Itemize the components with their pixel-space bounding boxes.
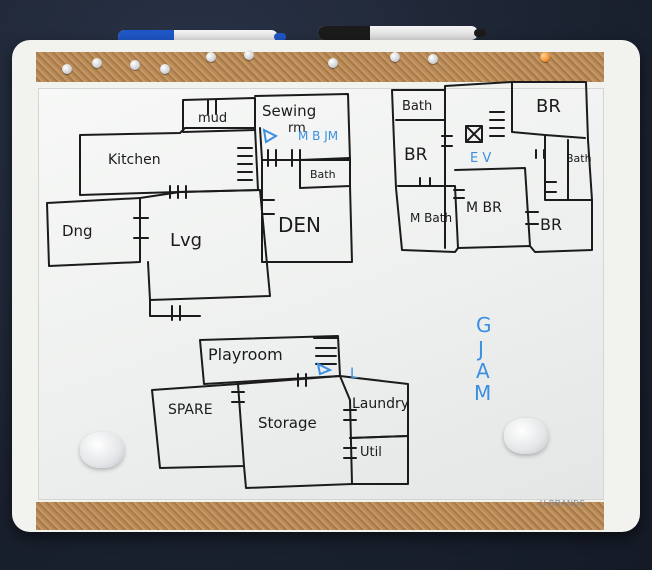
label-m-br: M BR (466, 200, 502, 216)
living-outline (139, 189, 271, 301)
util-outline (349, 435, 409, 485)
kitchen-outline (79, 127, 259, 196)
brand-label: U BRANDS (540, 499, 586, 508)
spare-outline (151, 383, 245, 469)
dining-outline (46, 197, 141, 267)
mud-outline (182, 97, 256, 133)
living-bump (149, 299, 201, 317)
label-mud: mud (198, 111, 227, 126)
label-laundry: Laundry (352, 396, 409, 412)
whiteboard-surface (38, 88, 604, 500)
push-pin (206, 52, 216, 62)
push-pin (92, 58, 102, 68)
push-pin-orange (540, 52, 550, 62)
label-dng: Dng (62, 222, 93, 240)
upper-outline (391, 81, 593, 253)
label-l-note: L (350, 366, 358, 382)
eraser-magnet (80, 432, 124, 468)
label-sewing-notes: M B JM (298, 129, 338, 143)
label-playroom: Playroom (208, 345, 283, 364)
black-marker (318, 26, 486, 40)
eraser-magnet (504, 418, 548, 454)
stair-basement (313, 337, 339, 365)
storage-outline (237, 375, 353, 489)
note-letter-g: G (476, 313, 492, 337)
label-spare: SPARE (168, 402, 213, 418)
label-br-top: BR (536, 96, 561, 117)
den-outline (261, 159, 353, 263)
label-util: Util (360, 445, 382, 460)
push-pin (160, 64, 170, 74)
label-bath-upper-top: Bath (402, 99, 432, 114)
note-letter-j: J (476, 337, 484, 361)
push-pin (428, 54, 438, 64)
push-pin (62, 64, 72, 74)
push-pin (328, 58, 338, 68)
note-letter-m: M (474, 381, 491, 405)
label-rm: rm (288, 121, 306, 136)
push-pin (390, 52, 400, 62)
label-kitchen: Kitchen (108, 152, 161, 168)
cork-strip-bottom (36, 502, 604, 530)
push-pin (130, 60, 140, 70)
label-m-bath: M Bath (410, 211, 452, 225)
label-lvg: Lvg (170, 230, 202, 251)
label-sewing: Sewing (262, 102, 316, 120)
label-ev: E V (470, 151, 491, 166)
label-br-bottom: BR (540, 215, 562, 234)
label-den: DEN (278, 213, 321, 237)
label-br-left: BR (404, 145, 428, 165)
label-bath-main: Bath (310, 168, 336, 181)
push-pin (244, 50, 254, 60)
label-storage: Storage (258, 414, 317, 432)
note-letter-a: A (476, 359, 490, 383)
label-bath-right: Bath (566, 152, 592, 165)
